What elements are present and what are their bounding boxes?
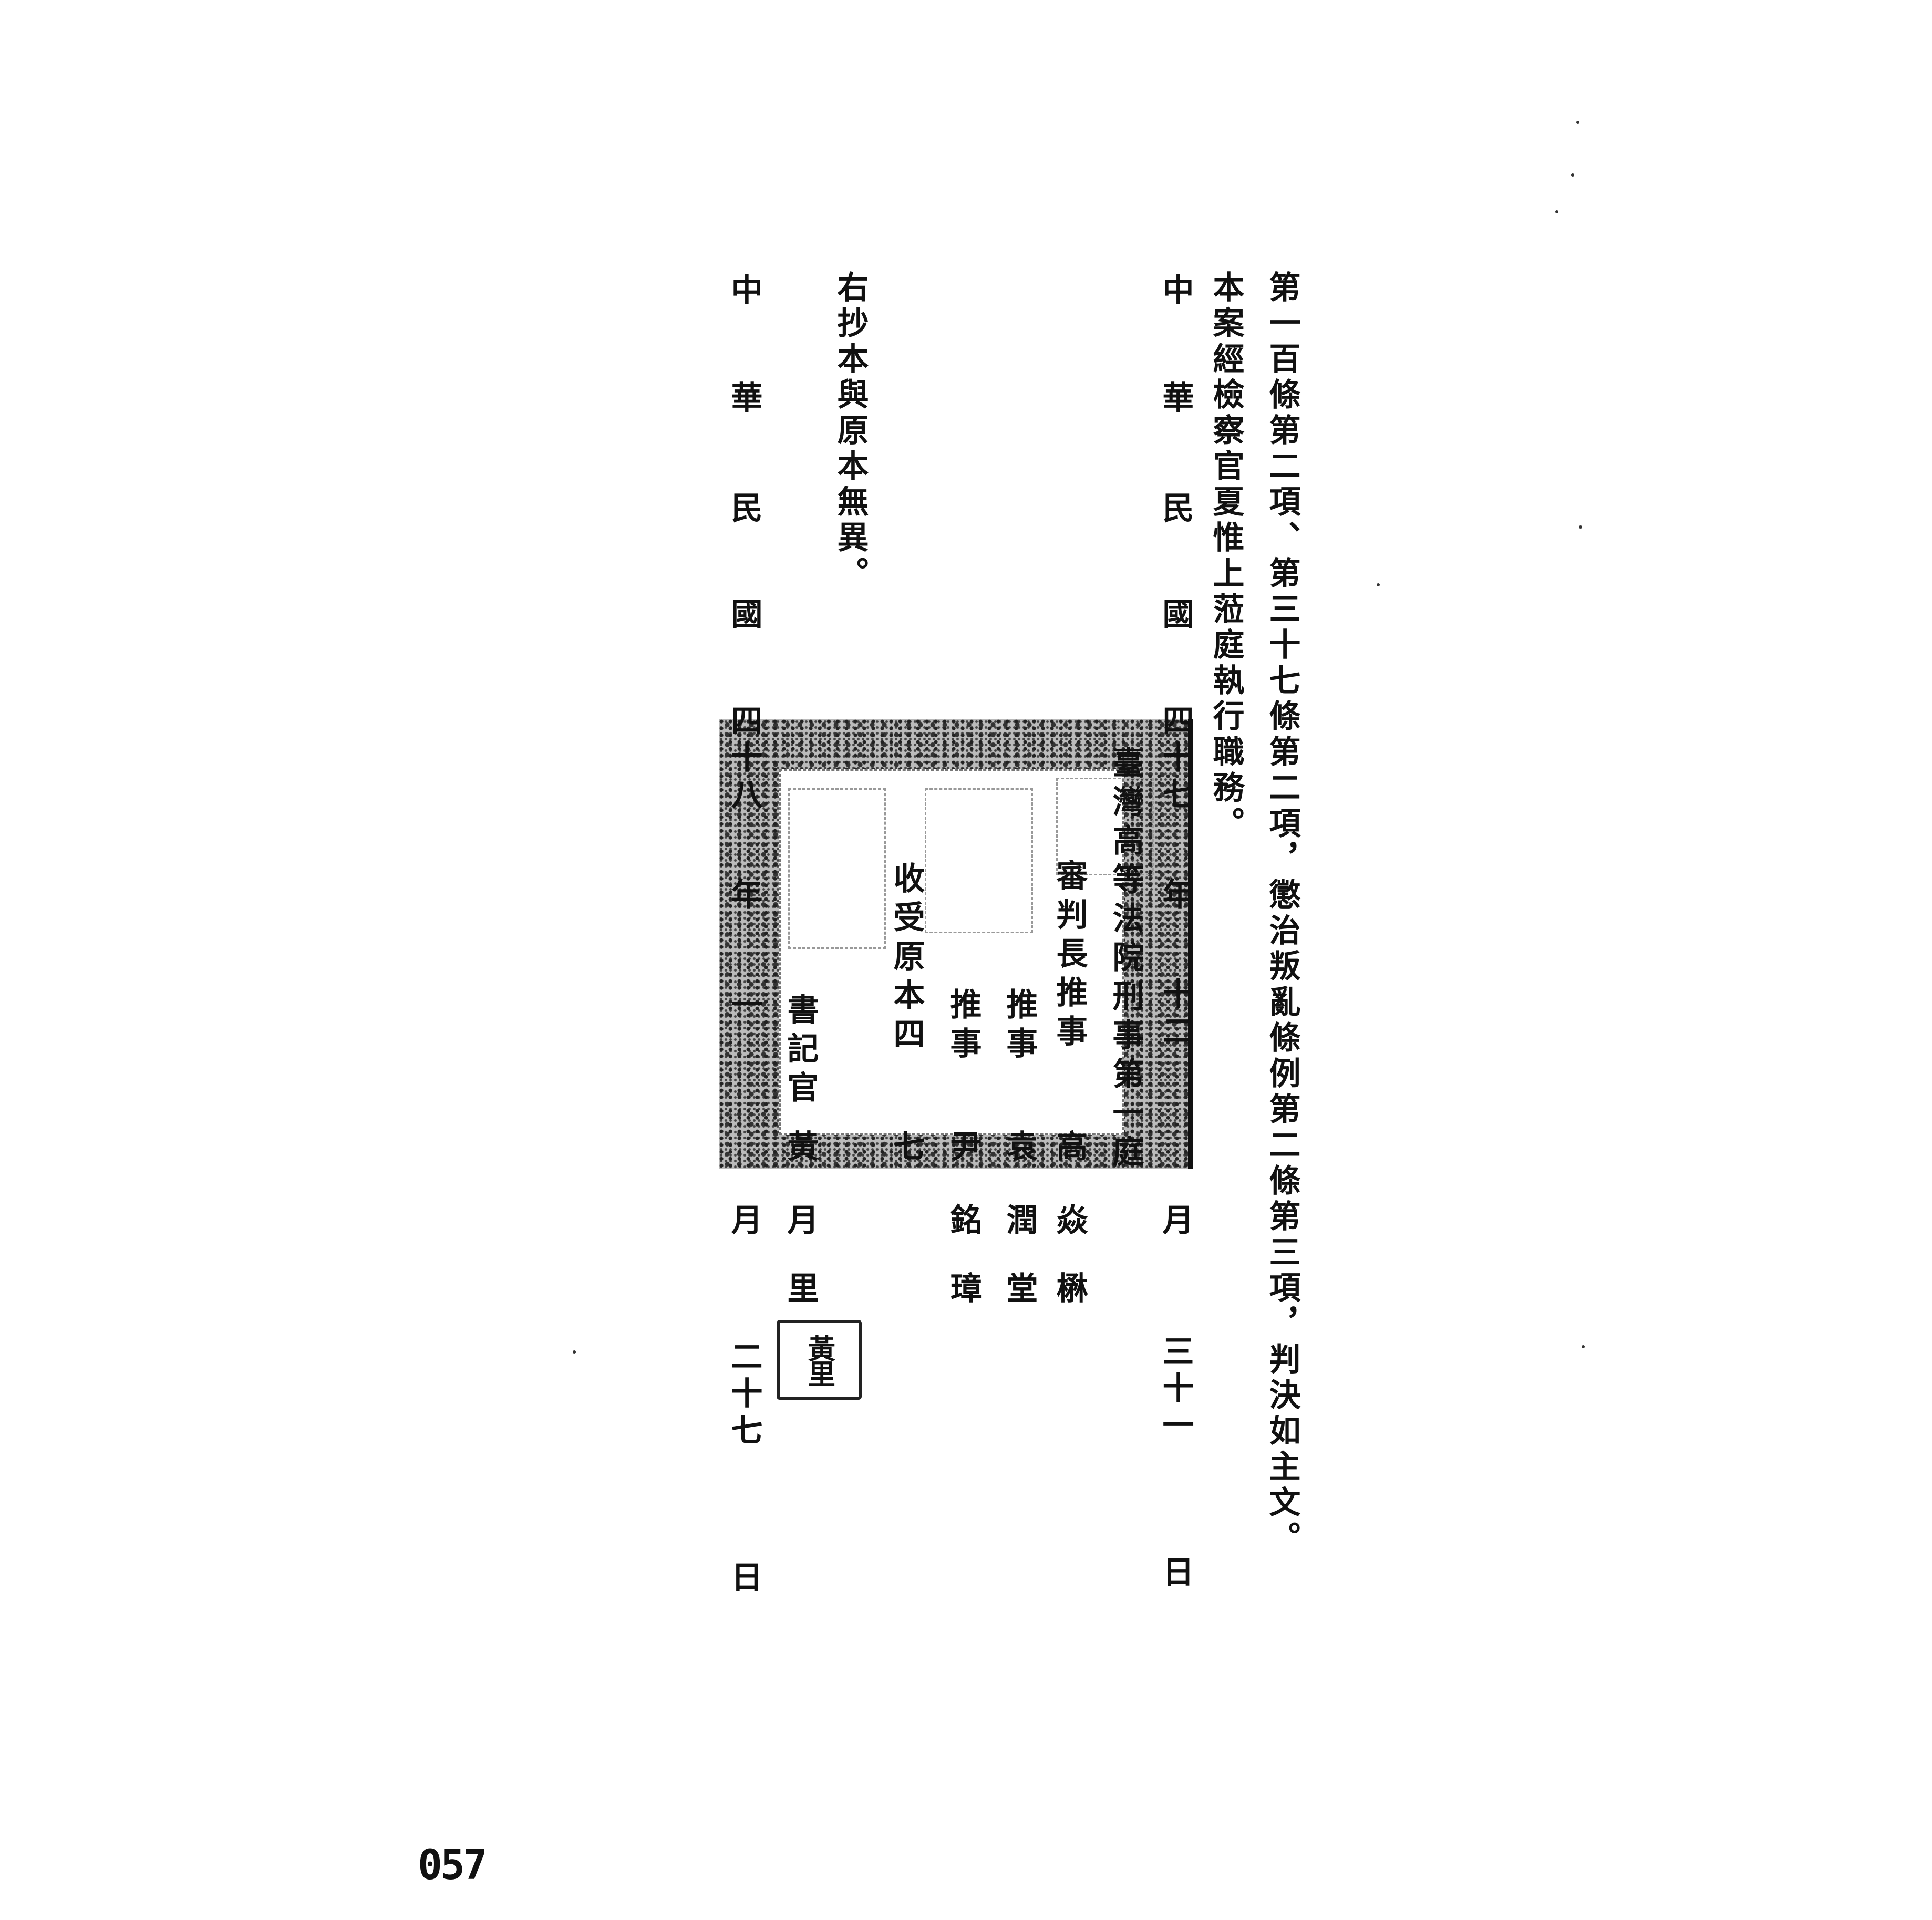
received-original-stamp-text: 收受原本四 [888, 862, 925, 1056]
date-char: 華 [726, 381, 762, 419]
statute-line: 第一百條第二項、第三十七條第二項，懲治叛亂條例第二條第三項，判決如主文。 [1264, 271, 1300, 1557]
scan-speck [1571, 173, 1574, 177]
presiding-judge-name-char: 高 [1051, 1130, 1088, 1168]
scan-speck [1582, 1345, 1585, 1348]
clerk-title: 書記官 [782, 993, 819, 1110]
presiding-judge-name-char: 楙 [1051, 1272, 1088, 1309]
date-char: 日 [1157, 1555, 1194, 1593]
court-receipt-stamp [719, 719, 1193, 1169]
date-char: 國 [726, 597, 762, 635]
stamp-seal-glyph-frame [788, 788, 886, 949]
stamp-seal-glyph-frame [925, 788, 1033, 933]
date-day-number: 二十七 [726, 1340, 762, 1450]
clerk-name-char: 月 [782, 1203, 819, 1241]
prosecutor-line: 本案經檢察官夏惟上蒞庭執行職務。 [1207, 271, 1244, 842]
date-char: 年 [1157, 878, 1194, 915]
date-char: 中 [1157, 273, 1194, 311]
judge-title: 推事 [945, 988, 982, 1066]
clerk-name-char: 黃 [782, 1130, 819, 1168]
presiding-judge-title: 審判長推事 [1051, 859, 1088, 1054]
judge-name-char: 袁 [1001, 1130, 1038, 1168]
date-char: 月 [726, 1203, 762, 1241]
date-char: 民 [1157, 491, 1194, 529]
scan-speck [573, 1350, 576, 1354]
date-year-number: 四十七 [1157, 704, 1194, 814]
date-day-number: 三十一 [1157, 1335, 1194, 1445]
judge-title: 推事 [1001, 988, 1038, 1066]
scan-speck [1579, 525, 1582, 529]
clerk-name-char: 里 [782, 1272, 819, 1309]
date-char: 民 [726, 491, 762, 529]
stamp-inner-panel [779, 769, 1124, 1135]
judge-name-char: 潤 [1001, 1203, 1038, 1241]
date-char: 國 [1157, 597, 1194, 635]
date-month-number: 一 [726, 988, 762, 1026]
date-char: 月 [1157, 1203, 1194, 1241]
judge-name-char: 堂 [1001, 1272, 1038, 1309]
judge-name-char: 尹 [945, 1130, 982, 1168]
scan-speck [1555, 210, 1558, 213]
date-char: 華 [1157, 381, 1194, 419]
date-char: 中 [726, 273, 762, 311]
page-number: 057 [418, 1842, 488, 1889]
clerk-seal: 黃里 [777, 1320, 862, 1400]
scan-speck [1576, 121, 1579, 124]
scan-speck [1377, 583, 1380, 586]
judge-name-char: 銘 [945, 1203, 982, 1241]
date-month-number: 十二 [1157, 977, 1194, 1051]
judge-name-char: 璋 [945, 1272, 982, 1309]
date-char: 年 [726, 878, 762, 915]
stamp-seal-glyph-frame [1056, 778, 1154, 875]
date-year-number: 四十八 [726, 704, 762, 814]
presiding-judge-name-char: 焱 [1051, 1203, 1088, 1241]
certification-line: 右抄本與原本無異。 [832, 271, 869, 592]
date-char: 日 [726, 1561, 762, 1598]
received-original-stamp-tail: 七 [888, 1130, 925, 1168]
court-name: 臺灣高等法院刑事第一庭 [1107, 746, 1144, 1174]
